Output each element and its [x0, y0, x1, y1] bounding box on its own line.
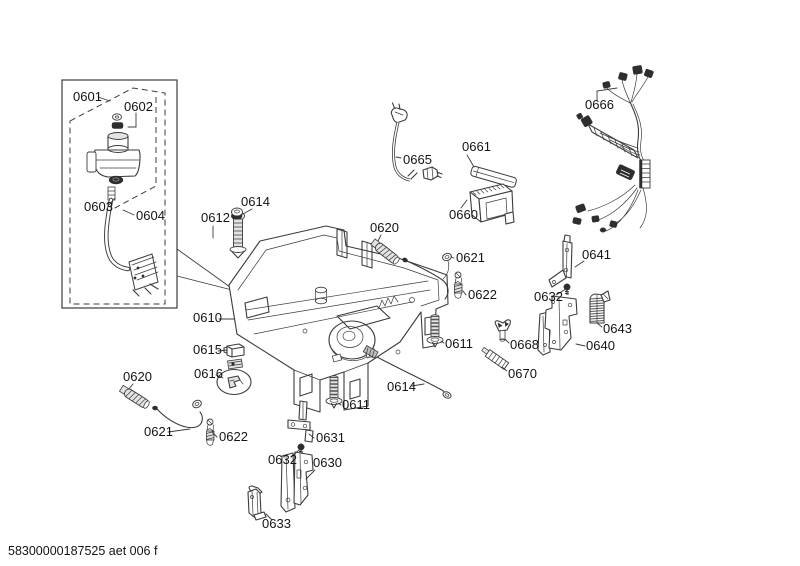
- callout-0620-left: 0620: [123, 369, 152, 384]
- callout-0668: 0668: [510, 337, 539, 352]
- callout-0616: 0616: [194, 366, 223, 381]
- callout-0621-left: 0621: [144, 424, 173, 439]
- callout-labels: 0601 0602 0603 0604 0612 0614 0620 0621 …: [73, 89, 632, 531]
- callout-0643: 0643: [603, 321, 632, 336]
- callout-0666: 0666: [585, 97, 614, 112]
- cable-0614-middle: [362, 344, 452, 399]
- callout-0670: 0670: [508, 366, 537, 381]
- latch-0622-right: [454, 271, 463, 299]
- inset-box-aquastop: [61, 79, 178, 309]
- aquastop-valve: [86, 113, 141, 201]
- bracket-0633: [247, 485, 267, 521]
- roller-pin-0620-left: [118, 384, 152, 410]
- callout-0614-top: 0614: [241, 194, 270, 209]
- callout-0660: 0660: [449, 207, 478, 222]
- cap-0668: [494, 319, 511, 342]
- callout-0614-middle: 0614: [387, 379, 416, 394]
- bracket-0631: [287, 400, 314, 443]
- callout-0622-right: 0622: [468, 287, 497, 302]
- callout-0610: 0610: [193, 310, 222, 325]
- cable-harness-0666: [572, 65, 654, 233]
- callout-0640: 0640: [586, 338, 615, 353]
- callout-0630: 0630: [313, 455, 342, 470]
- harness-ladder-connector: [639, 159, 651, 189]
- bracket-0630: [280, 451, 314, 513]
- hose-terminal-block: [128, 253, 159, 297]
- callout-0611-right: 0611: [445, 336, 473, 351]
- detail-circle-0616: [216, 368, 252, 396]
- leader-lines: [97, 87, 618, 521]
- latch-0622-left: [206, 418, 215, 446]
- callout-0631: 0631: [316, 430, 345, 445]
- callout-0641: 0641: [582, 247, 611, 262]
- callout-0621-right: 0621: [456, 250, 485, 265]
- callout-0611-middle: 0611: [342, 397, 370, 412]
- callout-0633: 0633: [262, 516, 291, 531]
- callout-0620-right: 0620: [370, 220, 399, 235]
- spring-zigzag: [378, 295, 399, 309]
- callout-0622-left: 0622: [219, 429, 248, 444]
- cover-strip-0661: [470, 165, 517, 188]
- part-0615: [223, 343, 245, 370]
- callout-0604: 0604: [136, 208, 165, 223]
- document-code: 58300000187525 aet 006 f: [8, 544, 158, 558]
- cable-0621-right: [402, 252, 452, 300]
- power-cord-0665: [390, 102, 443, 182]
- bracket-0640: [537, 295, 578, 356]
- callout-0665: 0665: [403, 152, 432, 167]
- callout-0612: 0612: [201, 210, 230, 225]
- callout-0632-bottom: 0632: [268, 452, 297, 467]
- module-0660: [469, 183, 515, 225]
- cable-0621-left: [152, 399, 203, 429]
- washer-0614-top: [231, 207, 243, 220]
- callout-0601: 0601: [73, 89, 102, 104]
- callout-0632-right: 0632: [534, 289, 563, 304]
- callout-0661: 0661: [462, 139, 491, 154]
- inset-reference-lines: [176, 248, 237, 292]
- callout-0602: 0602: [124, 99, 153, 114]
- bracket-0641: [548, 234, 573, 288]
- callout-0603: 0603: [84, 199, 113, 214]
- sump-pump: [328, 320, 377, 363]
- callout-0615: 0615: [193, 342, 222, 357]
- screw-0611-middle: [325, 375, 343, 409]
- grille-0643: [589, 290, 611, 324]
- supply-hose: [104, 197, 131, 272]
- clip-rail-0670: [481, 346, 510, 371]
